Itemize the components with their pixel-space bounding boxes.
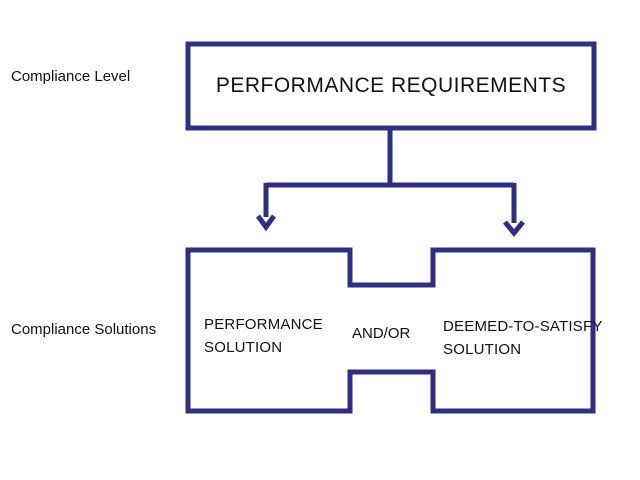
performance-solution-line2: SOLUTION <box>204 339 283 356</box>
performance-requirements-title: PERFORMANCE REQUIREMENTS <box>215 74 567 97</box>
compliance-solutions-box <box>185 247 596 414</box>
and-or-connector-text: AND/OR <box>352 325 411 342</box>
deemed-solution-line1: DEEMED-TO-SATISFY <box>443 318 603 335</box>
deemed-to-satisfy-solution-text: DEEMED-TO-SATISFY SOLUTION <box>443 315 603 361</box>
performance-solution-line1: PERFORMANCE <box>204 316 323 333</box>
right-arrowhead <box>503 220 525 237</box>
connector-lines <box>263 128 517 223</box>
deemed-solution-line2: SOLUTION <box>443 341 522 358</box>
compliance-solutions-label: Compliance Solutions <box>11 321 157 338</box>
compliance-level-label: Compliance Level <box>11 68 131 85</box>
performance-solution-text: PERFORMANCE SOLUTION <box>204 313 323 359</box>
left-arrowhead <box>255 214 277 232</box>
